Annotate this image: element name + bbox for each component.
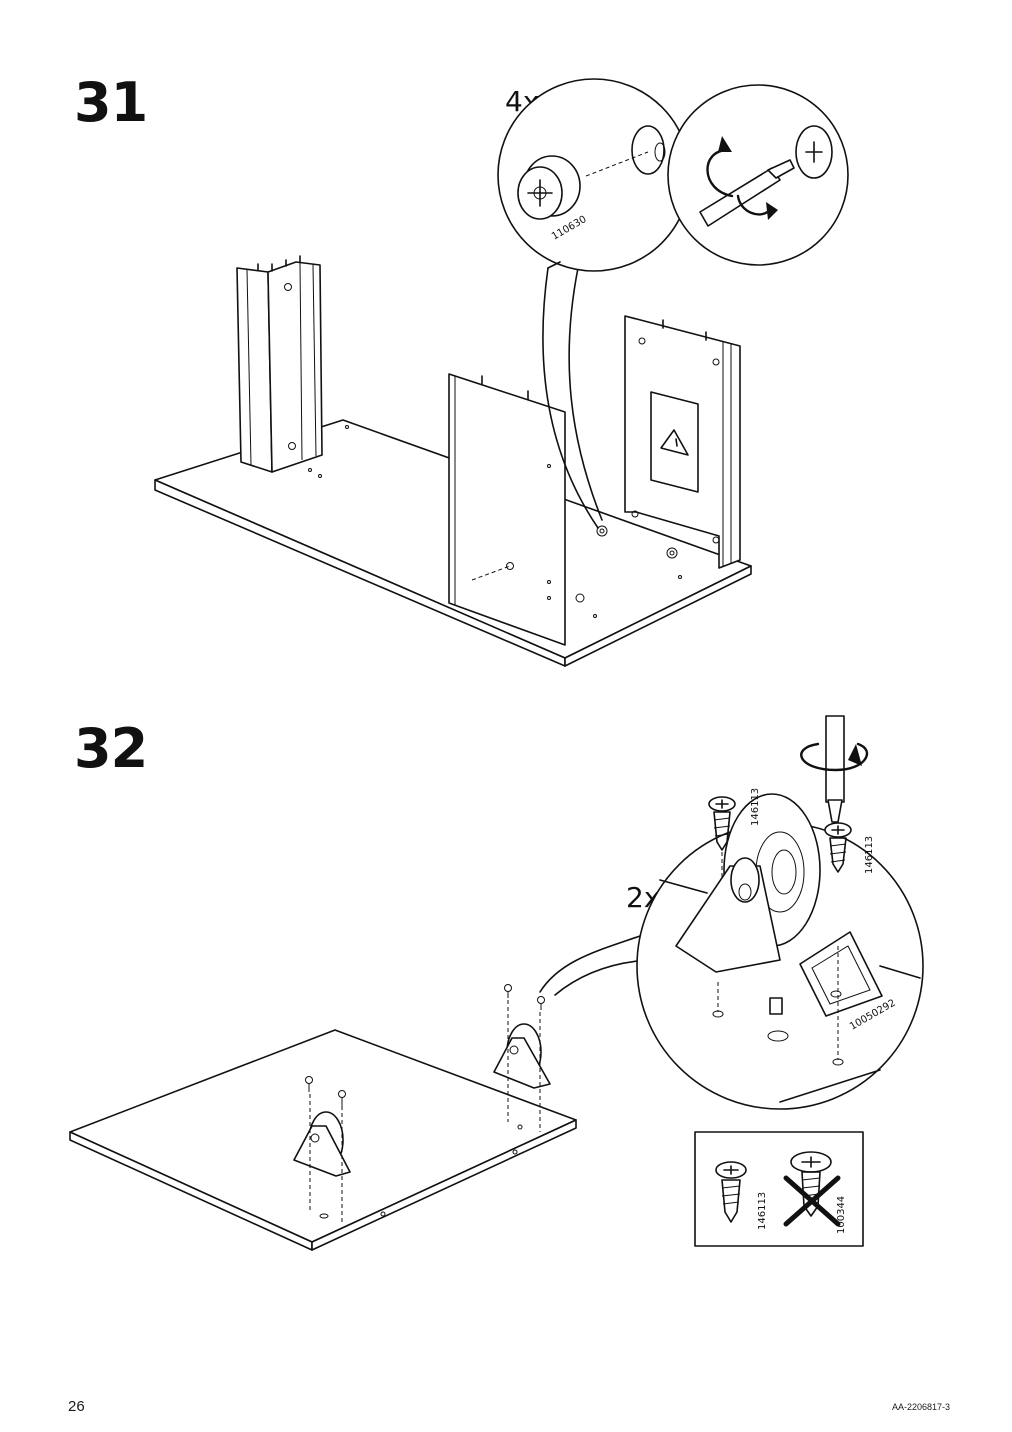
screw-part-number-left: 146113: [750, 788, 761, 826]
correct-screw-part-number: 146113: [757, 1192, 768, 1230]
step-32-assembly-drawing: 146113 146113 10050292 146113 100344: [69, 715, 924, 1251]
screwdriver-32: [800, 715, 869, 823]
castor-detail: [659, 793, 921, 1103]
screw-left: [708, 796, 736, 880]
page-number: 26: [68, 1398, 85, 1415]
step-31-assembly-drawing: 110630: [154, 78, 849, 667]
screw-right: [824, 822, 852, 873]
document-code: AA-2206817-3: [891, 1402, 950, 1412]
screwdriver-detail: [699, 125, 833, 227]
castor-b: [493, 984, 551, 1132]
correct-screw: [715, 1161, 747, 1223]
wrong-screw-part-number: 100344: [836, 1196, 847, 1234]
wrong-screw: [783, 1151, 841, 1227]
step-31-number: 31: [74, 71, 148, 134]
step-32-number: 32: [74, 717, 148, 780]
cam-lock-detail: [517, 125, 666, 220]
castor-a: [293, 1076, 351, 1222]
screw-part-number-right: 146113: [864, 836, 875, 874]
